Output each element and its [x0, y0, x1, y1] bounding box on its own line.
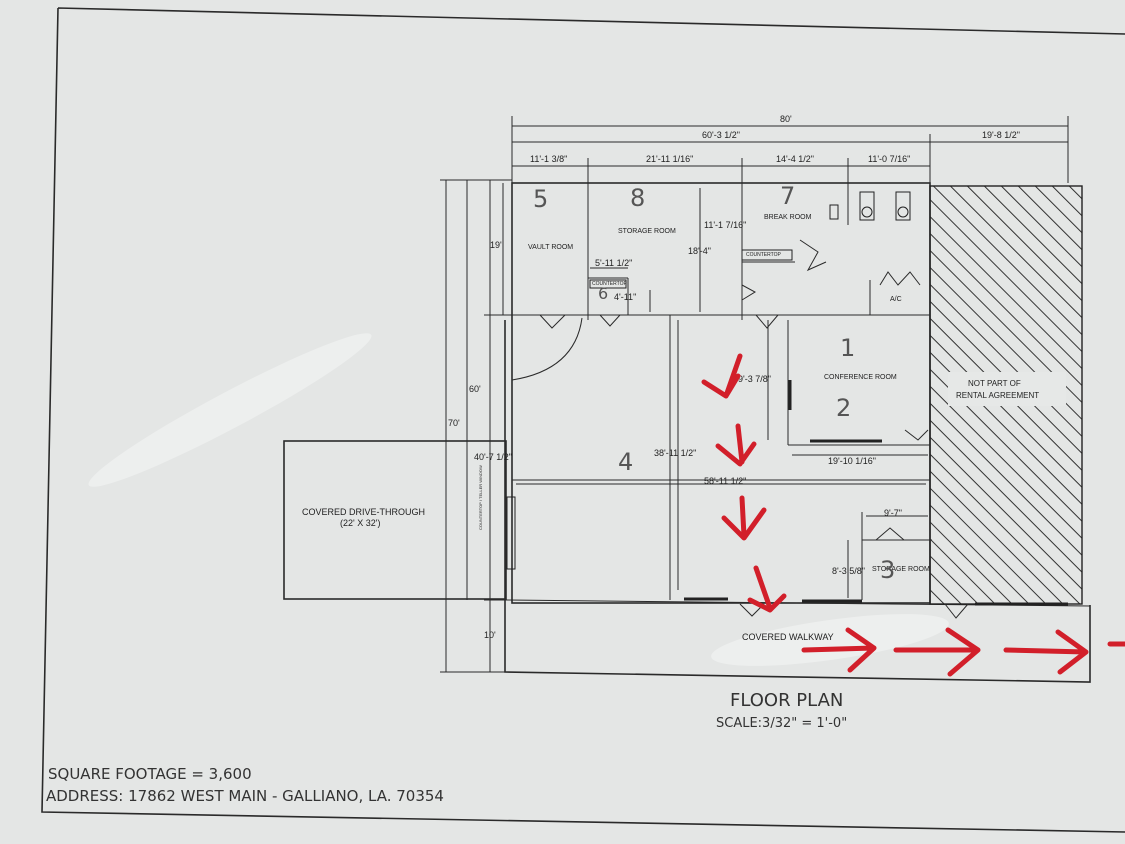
teller-window-label: COUNTERTOP / TELLER WINDOW — [478, 465, 483, 530]
dimension-lines — [440, 116, 1069, 673]
handwritten-1: 1 — [840, 334, 856, 362]
drive-through-outline — [283, 440, 507, 600]
dim-h70: 70' — [448, 418, 460, 428]
handwritten-8: 8 — [630, 184, 646, 212]
handwritten-3: 3 — [880, 556, 896, 584]
dim-seg2: 21'-11 1/16" — [646, 154, 694, 164]
dim-six-w: 5'-11 1/2" — [595, 258, 633, 268]
handwritten-5: 5 — [533, 185, 549, 213]
interior-walls — [511, 183, 969, 619]
address: ADDRESS: 17862 WEST MAIN - GALLIANO, LA.… — [46, 787, 444, 805]
walkway-label: COVERED WALKWAY — [742, 632, 834, 642]
dim-break-h: 11'-1 7/16" — [704, 220, 747, 230]
plan-scale: SCALE:3/32" = 1'-0" — [716, 716, 848, 731]
handwritten-7: 7 — [780, 182, 796, 210]
dim-front: 60'-3 1/2" — [702, 130, 740, 140]
room-label-countertop-break: COUNTERTOP — [746, 252, 781, 258]
room-label-conference: CONFERENCE ROOM — [824, 374, 897, 381]
room-label-storage-small: STORAGE ROOM — [872, 566, 930, 573]
excluded-label-line1: NOT PART OF — [968, 379, 1021, 388]
dim-conf-w: 19'-10 1/16" — [828, 456, 876, 466]
dim-six-h: 4'-11" — [614, 292, 637, 302]
excluded-area-label-bg — [948, 372, 1066, 406]
handwritten-2: 2 — [836, 394, 852, 422]
room-label-countertop-small: COUNTERTOP — [592, 281, 627, 287]
room-label-storage: STORAGE ROOM — [618, 228, 676, 235]
dim-storage-small-w: 9'-7" — [884, 508, 902, 518]
handwritten-6: 6 — [598, 284, 609, 303]
dim-seg4: 11'-0 7/16" — [868, 154, 911, 164]
dim-seg3: 14'-4 1/2" — [776, 154, 814, 164]
room-label-ac: A/C — [890, 296, 902, 303]
restroom-fixtures — [506, 191, 1068, 606]
dim-h10: 10' — [484, 630, 496, 640]
handwritten-4: 4 — [618, 448, 634, 476]
excluded-label-line2: RENTAL AGREEMENT — [956, 391, 1040, 400]
dim-h19: 19' — [490, 240, 502, 250]
dim-lobby-h: 38'-11 1/2" — [654, 448, 697, 458]
dim-lobby-w: 58'-11 1/2" — [704, 476, 747, 486]
dim-storage-h: 18'-4" — [688, 246, 711, 256]
dim-h40: 40'-7 1/2" — [474, 452, 512, 462]
plan-title: FLOOR PLAN — [730, 690, 844, 711]
square-footage: SQUARE FOOTAGE = 3,600 — [48, 765, 252, 783]
drive-through-label-line2: (22' X 32') — [340, 518, 381, 528]
dim-overall: 80' — [780, 114, 792, 124]
sheet-border — [41, 7, 1125, 833]
dim-conf-h: 9'-3 7/8" — [738, 374, 771, 384]
dim-seg1: 11'-1 3/8" — [530, 154, 568, 164]
dim-storage-small-h: 8'-3 5/8" — [832, 566, 865, 576]
dim-h60: 60' — [469, 384, 481, 394]
drive-through-label-line1: COVERED DRIVE-THROUGH — [302, 507, 426, 517]
room-label-vault: VAULT ROOM — [528, 244, 574, 251]
dim-right: 19'-8 1/2" — [982, 130, 1020, 140]
room-label-break: BREAK ROOM — [764, 214, 812, 221]
